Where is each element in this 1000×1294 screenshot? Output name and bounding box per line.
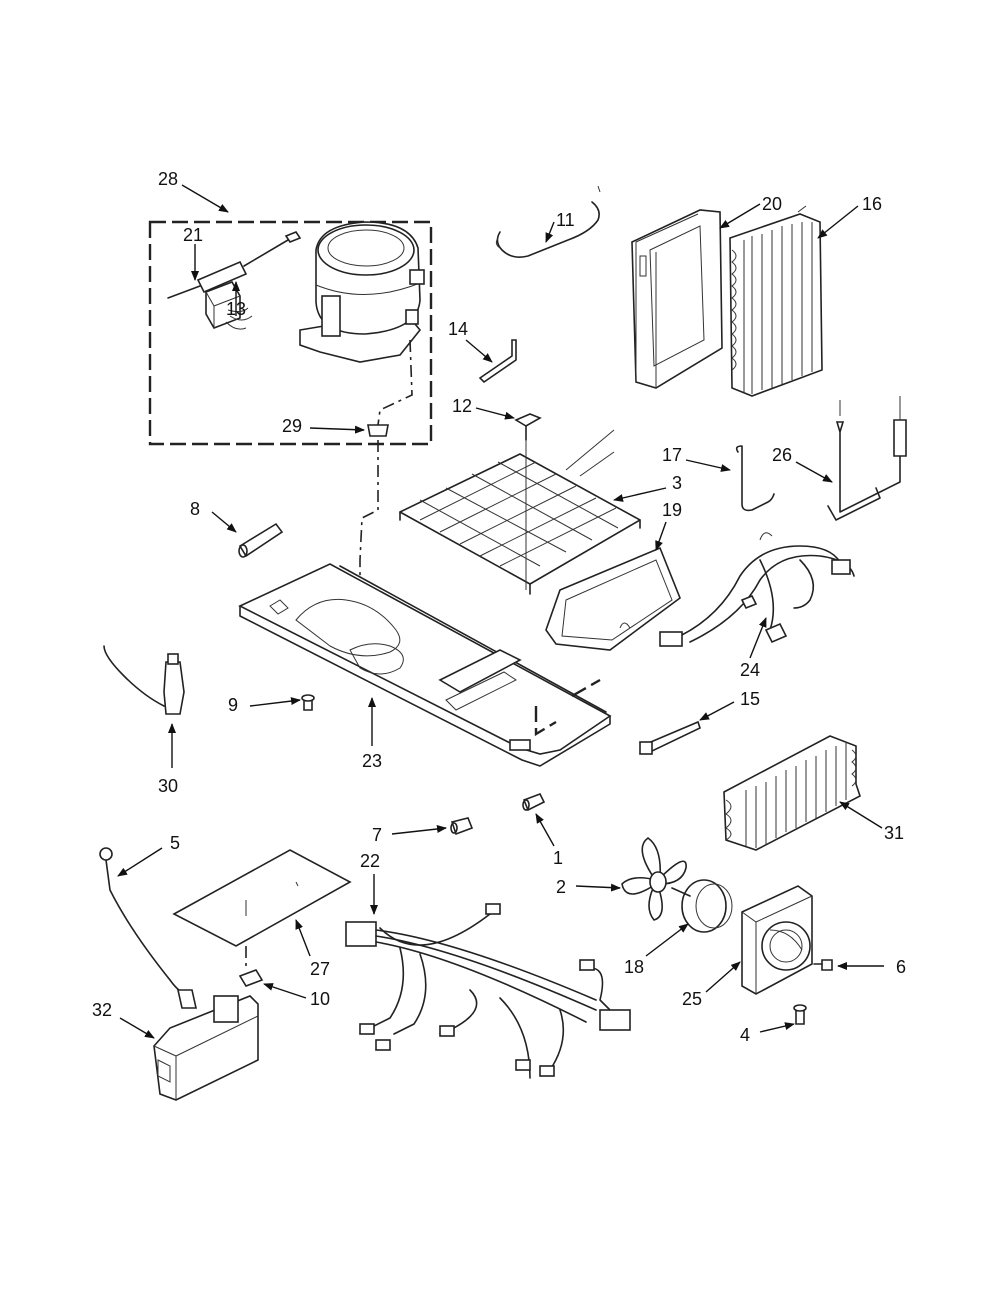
callout-31: 31	[884, 823, 905, 843]
fitting-7-part	[450, 817, 474, 836]
wire-shelf-part	[399, 429, 641, 595]
heat-exchanger-tube-part	[827, 396, 907, 521]
evaporator-part	[729, 205, 823, 397]
thermistor-part	[103, 645, 185, 715]
screw-9-part	[301, 694, 315, 711]
callout-6: 6	[896, 957, 907, 977]
tube-5-part	[99, 847, 197, 1009]
tube-part	[495, 185, 601, 258]
sleeve-part	[238, 522, 284, 558]
callout-11: 11	[556, 210, 575, 230]
callout-32: 32	[92, 1000, 113, 1020]
clip-part	[514, 413, 542, 441]
wire-harness-upper-part	[659, 532, 855, 647]
callout-21: 21	[183, 225, 204, 245]
screw-4-part	[793, 1004, 807, 1025]
grommet-part	[367, 424, 389, 437]
callout-24: 24	[740, 660, 761, 680]
fan-blade-part	[621, 837, 687, 921]
callout-10: 10	[310, 989, 331, 1009]
callout-13: 13	[226, 299, 247, 319]
pad-part	[172, 849, 352, 966]
callout-22: 22	[360, 851, 381, 871]
leader-arrows	[117, 184, 884, 1039]
callout-8: 8	[190, 499, 201, 519]
bracket-part	[735, 445, 775, 512]
callout-4: 4	[740, 1025, 751, 1045]
callout-1: 1	[553, 848, 564, 868]
cable-tie-part	[639, 720, 701, 755]
clip-10-part	[238, 969, 264, 987]
screw-6-part	[813, 959, 833, 971]
callout-3: 3	[672, 473, 683, 493]
callout-20: 20	[762, 194, 783, 214]
base-plate-part	[238, 563, 612, 767]
condenser-part	[723, 735, 861, 851]
fan-motor-part	[671, 879, 733, 933]
callout-16: 16	[862, 194, 883, 214]
callout-23: 23	[362, 751, 383, 771]
compressor-part	[299, 221, 425, 363]
callout-9: 9	[228, 695, 239, 715]
fitting-1-part	[522, 792, 546, 812]
callout-26: 26	[772, 445, 793, 465]
callout-18: 18	[624, 957, 645, 977]
compressor-kit-boundary	[148, 220, 433, 446]
evaporator-cover-part	[631, 209, 723, 389]
relay-part	[205, 281, 253, 330]
callout-14: 14	[448, 319, 469, 339]
fan-shroud-part	[741, 885, 813, 995]
wire-harness-lower-part	[345, 903, 631, 1079]
callout-12: 12	[452, 396, 473, 416]
callout-7: 7	[372, 825, 383, 845]
drier-part	[167, 231, 302, 299]
callout-19: 19	[662, 500, 683, 520]
callout-28: 28	[158, 169, 179, 189]
callout-15: 15	[740, 689, 761, 709]
callout-25: 25	[682, 989, 703, 1009]
callout-30: 30	[158, 776, 179, 796]
control-box-part	[153, 995, 259, 1101]
callout-29: 29	[282, 416, 303, 436]
callout-5: 5	[170, 833, 181, 853]
small-tube-part	[478, 339, 517, 384]
callout-27: 27	[310, 959, 331, 979]
callout-2: 2	[556, 877, 567, 897]
callout-17: 17	[662, 445, 683, 465]
